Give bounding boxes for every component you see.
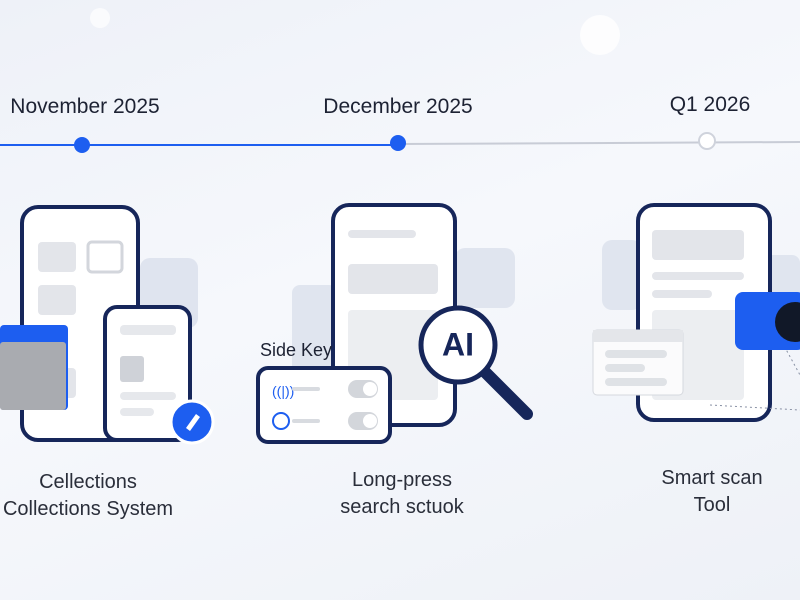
timeline-pending-line: [397, 141, 800, 145]
caption-collections: Cellections Collections System: [3, 469, 173, 523]
caption-line: Tool: [693, 494, 731, 516]
caption-line: Cellections: [39, 471, 137, 493]
milestone-date-december: December 2025: [323, 95, 473, 118]
long-press-search-illustration: ((|)): [256, 203, 533, 444]
magnifier-handle: [479, 366, 533, 420]
svg-text:((|)): ((|)): [272, 383, 294, 399]
milestone-dot-november: [74, 137, 90, 153]
milestone-date-q1: Q1 2026: [669, 93, 751, 116]
milestone-dot-q1: [698, 132, 716, 150]
side-key-label: Side Key: [260, 340, 333, 360]
caption-smart-scan: Smart scan Tool: [661, 465, 762, 519]
caption-long-press: Long-press search sctuok: [340, 467, 463, 521]
side-key-card: [256, 366, 392, 444]
caption-line: Smart scan: [661, 467, 763, 489]
caption-line: Long-press: [351, 469, 453, 491]
milestone-dot-december: [390, 135, 406, 151]
smart-scan-illustration: [592, 203, 800, 422]
caption-line: search sctuok: [340, 496, 464, 518]
ai-search-icon: [418, 305, 498, 385]
collections-illustration: [0, 205, 215, 445]
ai-badge-text: AI: [442, 326, 474, 363]
caption-line: Collections System: [2, 498, 174, 520]
milestone-date-november: November 2025: [10, 95, 160, 118]
